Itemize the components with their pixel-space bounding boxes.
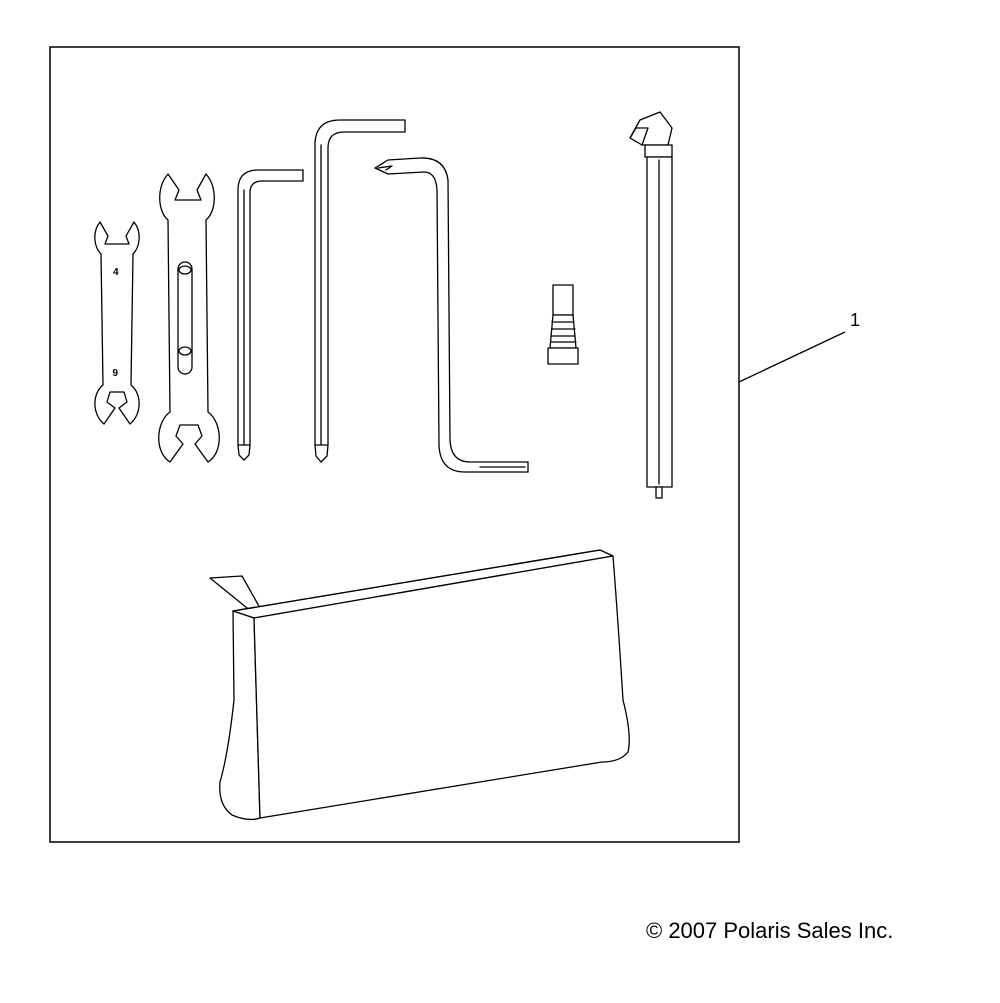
wrench-size-mark-bottom: 6 [112,366,118,377]
short-hex-key [237,169,304,461]
tool-pouch [209,549,630,821]
extension-handle [629,111,673,499]
offset-screwdriver [374,157,529,473]
small-wrench: 4 6 [94,221,140,425]
copyright-notice: © 2007 Polaris Sales Inc. [646,918,894,943]
callout-number[interactable]: 1 [850,310,860,330]
large-wrench [158,173,220,463]
assembly-frame [49,46,740,843]
callout-leader-line [738,331,846,383]
wrench-size-mark-top: 4 [113,267,119,278]
long-hex-key [314,119,406,463]
bit-adapter [547,284,579,365]
